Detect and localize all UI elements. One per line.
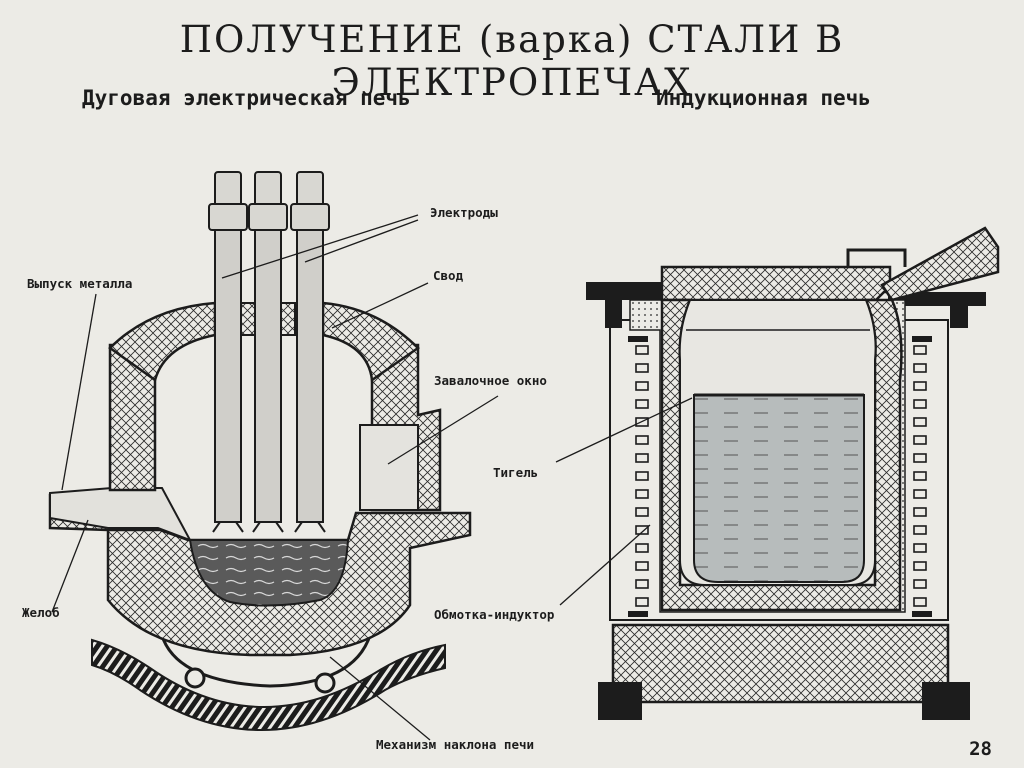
molten-metal-bath bbox=[188, 539, 350, 607]
foot-right bbox=[922, 682, 970, 720]
arc-leader-lines bbox=[51, 214, 499, 741]
label-metal-outlet: Выпуск металла bbox=[27, 276, 133, 291]
inductor-coil-left bbox=[635, 345, 649, 607]
electrode-middle bbox=[248, 171, 288, 533]
coil-cap-bottom-left bbox=[628, 611, 648, 617]
tilt-rail bbox=[158, 627, 374, 688]
label-tilt-mechanism: Механизм наклона печи bbox=[376, 737, 535, 752]
arc-furnace bbox=[48, 171, 499, 741]
inductor-coil-right bbox=[913, 345, 927, 607]
coil-cap-bottom-right bbox=[912, 611, 932, 617]
electrode-right bbox=[290, 171, 330, 533]
electrodes bbox=[208, 171, 330, 533]
molten-steel bbox=[693, 394, 865, 583]
label-inductor-coil: Обмотка-индуктор bbox=[434, 607, 555, 622]
coil-cap-top-right bbox=[912, 336, 932, 342]
furnace-base bbox=[611, 623, 950, 704]
arc-furnace-subtitle: Дуговая электрическая печь bbox=[82, 86, 411, 110]
label-chute: Желоб bbox=[22, 605, 60, 620]
roller-wheel-right bbox=[314, 672, 336, 694]
roller-wheel-left bbox=[184, 667, 206, 689]
label-charging-window: Завалочное окно bbox=[434, 373, 547, 388]
induction-leader-lines bbox=[555, 397, 693, 606]
spout-edge bbox=[881, 227, 986, 286]
top-flange-right bbox=[888, 292, 986, 328]
lid-handle bbox=[846, 248, 907, 267]
page-title: ПОЛУЧЕНИЕ (варка) СТАЛИ В ЭЛЕКТРОПЕЧАХ bbox=[179, 18, 845, 104]
label-electrodes: Электроды bbox=[430, 205, 498, 220]
pouring-spout bbox=[880, 226, 1000, 302]
ground-support bbox=[91, 638, 446, 731]
page-number: 28 bbox=[969, 738, 992, 760]
label-roof: Свод bbox=[433, 268, 464, 283]
label-crucible: Тигель bbox=[493, 465, 539, 480]
electrode-left bbox=[208, 171, 248, 533]
charging-window-door bbox=[359, 424, 419, 511]
induction-furnace-subtitle: Индукционная печь bbox=[656, 86, 871, 110]
induction-furnace bbox=[555, 226, 1000, 720]
furnace-lid bbox=[660, 265, 892, 302]
foot-left bbox=[598, 682, 642, 720]
coil-cap-top-left bbox=[628, 336, 648, 342]
top-flange-left bbox=[586, 282, 662, 328]
